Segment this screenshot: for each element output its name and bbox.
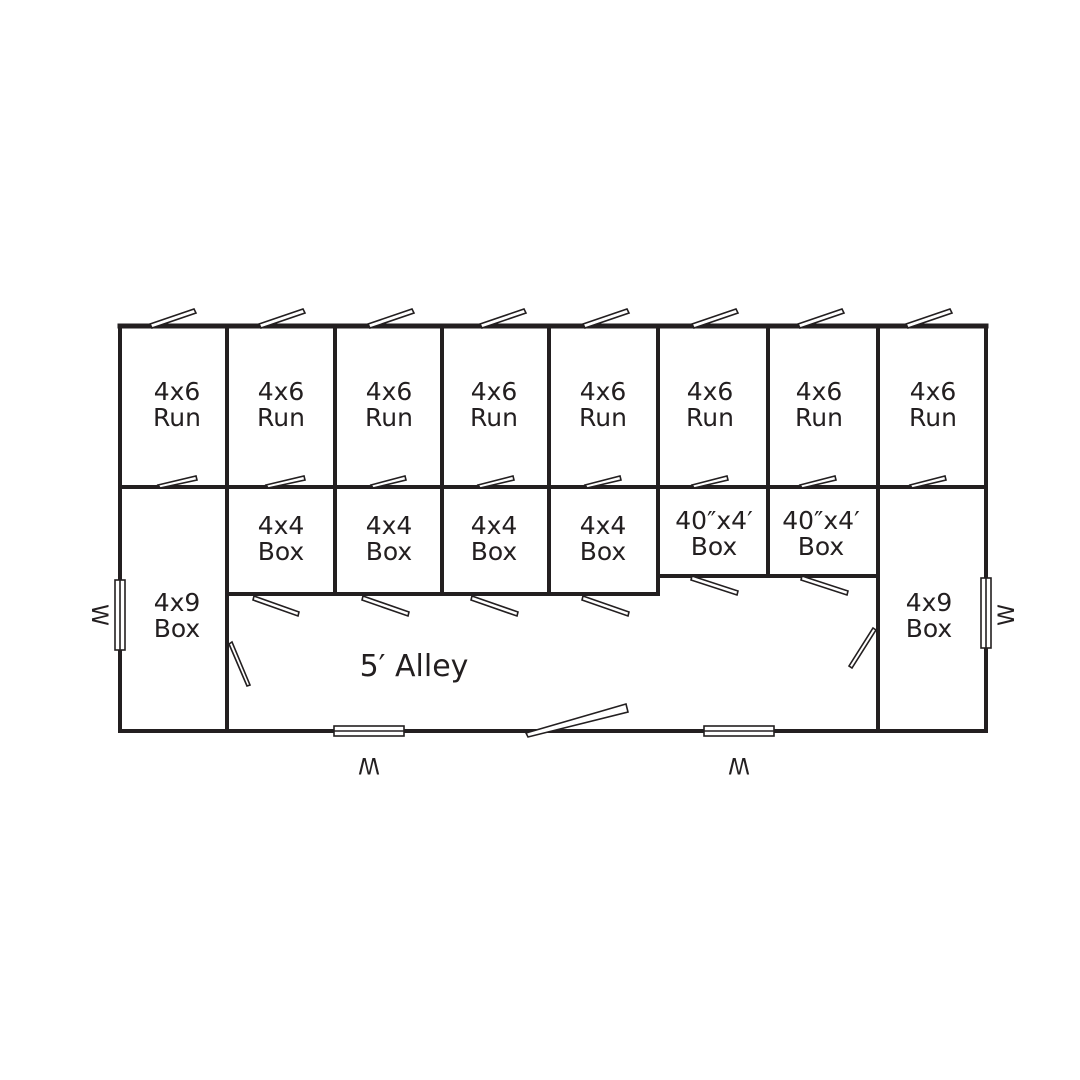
- windows: [114, 577, 992, 737]
- run-door: [581, 308, 631, 329]
- run-inner-door: [908, 475, 947, 489]
- box-door: [361, 594, 410, 618]
- window-label: W: [358, 752, 380, 777]
- box-size-label: 4x4: [580, 511, 627, 540]
- left-box-door: [228, 640, 252, 687]
- window-label: W: [995, 604, 1020, 626]
- box-door: [252, 594, 300, 618]
- run-type-label: Run: [795, 403, 843, 432]
- window-label: W: [728, 752, 750, 777]
- run-type-label: Run: [909, 403, 957, 432]
- box-size-label: 4x4: [471, 511, 518, 540]
- run-type-label: Run: [686, 403, 734, 432]
- run-size-label: 4x6: [258, 377, 305, 406]
- run-door: [148, 308, 198, 329]
- run-inner-door: [476, 475, 515, 489]
- run-size-label: 4x6: [154, 377, 201, 406]
- right-box-door: [847, 626, 878, 670]
- doors: [148, 308, 954, 738]
- run-type-label: Run: [470, 403, 518, 432]
- run-size-label: 4x6: [910, 377, 957, 406]
- end-box-type-label: Box: [154, 614, 200, 643]
- box-type-label: Box: [580, 537, 626, 566]
- run-type-label: Run: [365, 403, 413, 432]
- box-door: [690, 574, 739, 597]
- run-size-label: 4x6: [796, 377, 843, 406]
- box-size-label: 4x4: [258, 511, 305, 540]
- box-type-label: Box: [366, 537, 412, 566]
- run-inner-door: [156, 475, 198, 489]
- box-type-label: Box: [258, 537, 304, 566]
- run-door: [478, 308, 528, 329]
- run-size-label: 4x6: [366, 377, 413, 406]
- run-type-label: Run: [257, 403, 305, 432]
- end-box-size-label: 4x9: [154, 588, 201, 617]
- end-box-size-label: 4x9: [906, 588, 953, 617]
- run-size-label: 4x6: [471, 377, 518, 406]
- box-labels: 4x4 Box 4x4 Box 4x4 Box 4x4 Box 40″x4′ B…: [154, 506, 953, 643]
- end-box-type-label: Box: [906, 614, 952, 643]
- window-labels: W W W W: [86, 604, 1020, 777]
- run-type-label: Run: [579, 403, 627, 432]
- run-door: [366, 308, 416, 329]
- run-door: [690, 308, 740, 329]
- run-inner-door: [690, 475, 729, 489]
- run-door: [257, 308, 307, 329]
- window-label: W: [86, 604, 111, 626]
- box-size-label: 40″x4′: [675, 506, 753, 535]
- box-type-label: Box: [691, 532, 737, 561]
- alley-main-door: [524, 703, 629, 738]
- box-type-label: Box: [471, 537, 517, 566]
- run-size-label: 4x6: [580, 377, 627, 406]
- run-door: [904, 308, 954, 329]
- run-size-label: 4x6: [687, 377, 734, 406]
- alley-label: 5′ Alley: [360, 649, 469, 684]
- run-inner-door: [264, 475, 306, 489]
- run-inner-door: [369, 475, 407, 489]
- box-door: [470, 594, 519, 618]
- run-door: [796, 308, 846, 329]
- box-door: [800, 574, 849, 597]
- box-door: [581, 594, 630, 618]
- box-size-label: 40″x4′: [782, 506, 860, 535]
- box-type-label: Box: [798, 532, 844, 561]
- box-size-label: 4x4: [366, 511, 413, 540]
- run-labels: 4x6 Run 4x6 Run 4x6 Run 4x6 Run 4x6 Run …: [153, 377, 957, 432]
- run-type-label: Run: [153, 403, 201, 432]
- run-inner-door: [583, 475, 622, 489]
- run-inner-door: [798, 475, 837, 489]
